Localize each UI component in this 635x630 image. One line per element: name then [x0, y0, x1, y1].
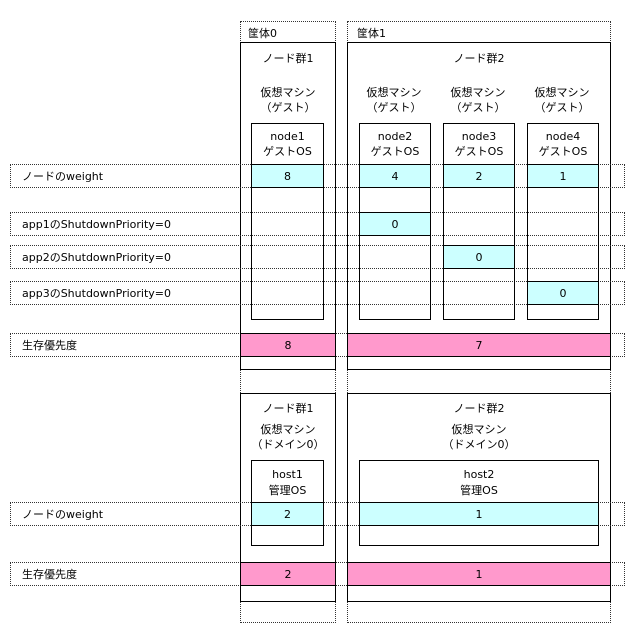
- node4-weight-cell: 1: [527, 164, 599, 188]
- host2-weight-cell: 1: [359, 502, 599, 526]
- bottom-vm-label-2b: （ドメイン0）: [442, 438, 516, 451]
- bottom-weight-label: ノードのweight: [22, 508, 104, 521]
- bottom-node-group1-box: [240, 393, 336, 602]
- host1-os: 管理OS: [268, 484, 307, 497]
- top-node-group2-label: ノード群2: [453, 52, 505, 65]
- host1-name: host1: [272, 468, 303, 481]
- node3-weight-cell: 2: [443, 164, 515, 188]
- top-vm-label-1b: （ゲスト）: [260, 101, 316, 114]
- top-survival-cell-group1: 8: [240, 333, 336, 357]
- top-vm-label-1a: 仮想マシン: [260, 86, 316, 99]
- app3-label: app3のShutdownPriority=0: [22, 287, 171, 300]
- node4-os: ゲストOS: [538, 145, 588, 158]
- host2-os: 管理OS: [460, 484, 498, 497]
- app2-priority-cell: 0: [443, 245, 515, 269]
- node3-name: node3: [461, 130, 497, 143]
- app3-priority-cell: 0: [527, 281, 599, 305]
- node2-os: ゲストOS: [370, 145, 420, 158]
- top-survival-label: 生存優先度: [22, 339, 77, 352]
- host1-weight-cell: 2: [251, 502, 324, 526]
- top-node-group2-box: [347, 42, 611, 370]
- top-survival-cell-group2: 7: [347, 333, 611, 357]
- top-node-group1-label: ノード群1: [262, 52, 314, 65]
- node2-weight-cell: 4: [359, 164, 431, 188]
- bottom-node-group2-box: [347, 393, 611, 602]
- bottom-vm-label-1a: 仮想マシン: [260, 423, 316, 436]
- bottom-survival-cell-group2: 1: [347, 562, 611, 586]
- app1-priority-cell: 0: [359, 212, 431, 236]
- top-node-group1-box: [240, 42, 336, 370]
- top-vm-label-2a: 仮想マシン: [366, 86, 422, 99]
- top-vm-label-3a: 仮想マシン: [450, 86, 506, 99]
- node1-os: ゲストOS: [263, 145, 312, 158]
- chassis1-label: 筐体1: [357, 27, 386, 40]
- bottom-node-group2-label: ノード群2: [453, 402, 505, 415]
- bottom-survival-cell-group1: 2: [240, 562, 336, 586]
- host2-name: host2: [463, 468, 495, 481]
- app1-label: app1のShutdownPriority=0: [22, 218, 171, 231]
- node4-box: [527, 123, 599, 320]
- node2-name: node2: [377, 130, 413, 143]
- app3-row: [10, 281, 625, 305]
- top-vm-label-4b: （ゲスト）: [534, 101, 590, 114]
- bottom-node-group1-label: ノード群1: [262, 402, 314, 415]
- top-vm-label-4a: 仮想マシン: [534, 86, 590, 99]
- top-vm-label-3b: （ゲスト）: [450, 101, 506, 114]
- bottom-vm-label-2a: 仮想マシン: [451, 423, 507, 436]
- chassis0-label: 筐体0: [248, 27, 277, 40]
- app2-label: app2のShutdownPriority=0: [22, 251, 171, 264]
- node1-name: node1: [270, 130, 305, 143]
- app2-row: [10, 245, 625, 269]
- node1-weight-cell: 8: [251, 164, 324, 188]
- top-weight-label: ノードのweight: [22, 170, 104, 183]
- node3-box: [443, 123, 515, 320]
- top-vm-label-2b: （ゲスト）: [366, 101, 422, 114]
- node1-box: [251, 123, 324, 320]
- node4-name: node4: [545, 130, 581, 143]
- node3-os: ゲストOS: [454, 145, 504, 158]
- app1-row: [10, 212, 625, 236]
- bottom-survival-label: 生存優先度: [22, 568, 77, 581]
- bottom-vm-label-1b: （ドメイン0）: [251, 438, 325, 451]
